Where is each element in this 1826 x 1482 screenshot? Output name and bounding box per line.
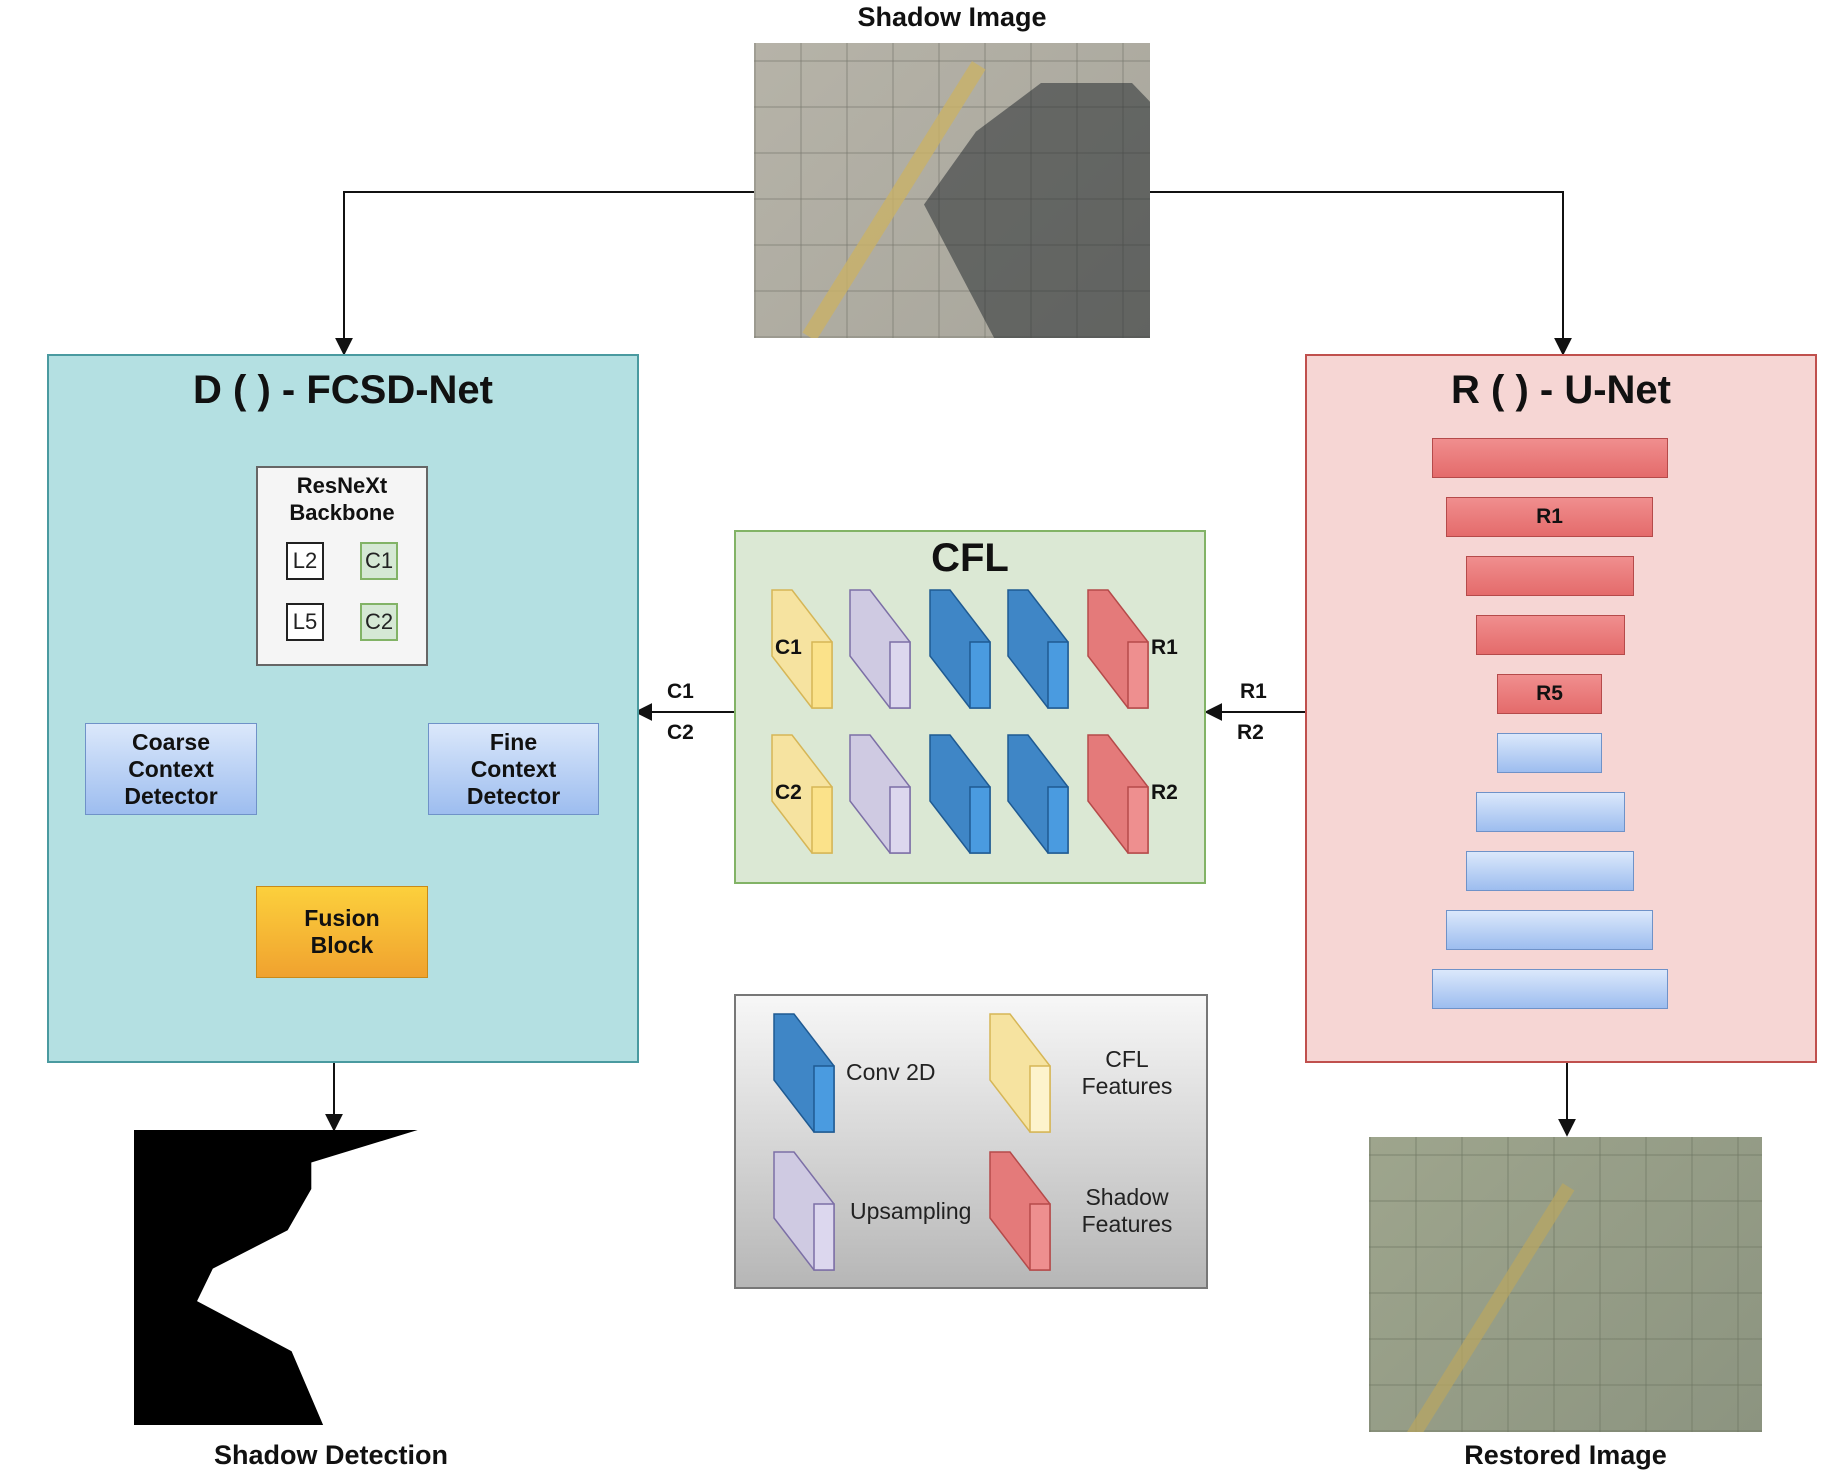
edge-label-c2: C2 <box>667 721 694 744</box>
arrow-input-to-unet <box>1150 191 1572 356</box>
shadow-region <box>924 83 1150 338</box>
unet-title: R ( ) - U-Net <box>1451 368 1671 412</box>
mask-shadow-region <box>197 1130 528 1425</box>
arrow-input-to-detector <box>335 191 754 356</box>
l5-block: L5 <box>286 603 324 641</box>
decoder-layer <box>1446 910 1653 950</box>
encoder-layer-r1: R1 <box>1446 497 1653 537</box>
cfl-title: CFL <box>931 536 1009 580</box>
detection-caption: Shadow Detection <box>213 1440 449 1470</box>
decoder-layer <box>1497 733 1602 773</box>
legend-upsampling-label: Upsampling <box>850 1198 972 1224</box>
input-image-caption: Shadow Image <box>857 2 1047 32</box>
cfl-row1-in-label: R1 <box>1151 636 1178 659</box>
cfl-panel: CFL <box>734 530 1206 884</box>
restored-image <box>1369 1137 1762 1432</box>
encoder-layer <box>1476 615 1625 655</box>
cfl-row2-out-label: C2 <box>775 781 802 804</box>
legend-conv-label: Conv 2D <box>846 1059 936 1085</box>
decoder-layer <box>1466 851 1634 891</box>
edge-label-r1: R1 <box>1240 680 1267 703</box>
restored-caption: Restored Image <box>1464 1440 1667 1470</box>
cfl-row2-in-label: R2 <box>1151 781 1178 804</box>
coarse-context-detector: Coarse Context Detector <box>85 723 257 815</box>
legend-cfl-label: CFL Features <box>1081 1046 1173 1099</box>
c1-block: C1 <box>360 542 398 580</box>
detector-title: D ( ) - FCSD-Net <box>193 368 493 412</box>
decoder-layer <box>1432 969 1668 1009</box>
shadow-image <box>754 43 1150 338</box>
encoder-layer <box>1466 556 1634 596</box>
fine-context-detector: Fine Context Detector <box>428 723 599 815</box>
l2-block: L2 <box>286 542 324 580</box>
legend-shadow-label: Shadow Features <box>1081 1184 1173 1237</box>
cfl-row1-out-label: C1 <box>775 636 802 659</box>
edge-label-r2: R2 <box>1237 721 1264 744</box>
bottleneck-r5: R5 <box>1497 674 1602 714</box>
yellow-road-line <box>1403 1183 1575 1432</box>
edge-label-c1: C1 <box>667 680 694 703</box>
backbone-label: ResNeXt Backbone <box>289 473 395 525</box>
encoder-layer <box>1432 438 1668 478</box>
shadow-detection-mask <box>134 1130 528 1425</box>
fusion-block: Fusion Block <box>256 886 428 978</box>
legend-box <box>734 994 1208 1289</box>
decoder-layer <box>1476 792 1625 832</box>
resnext-backbone: ResNeXt Backbone <box>256 466 428 666</box>
c2-block: C2 <box>360 603 398 641</box>
